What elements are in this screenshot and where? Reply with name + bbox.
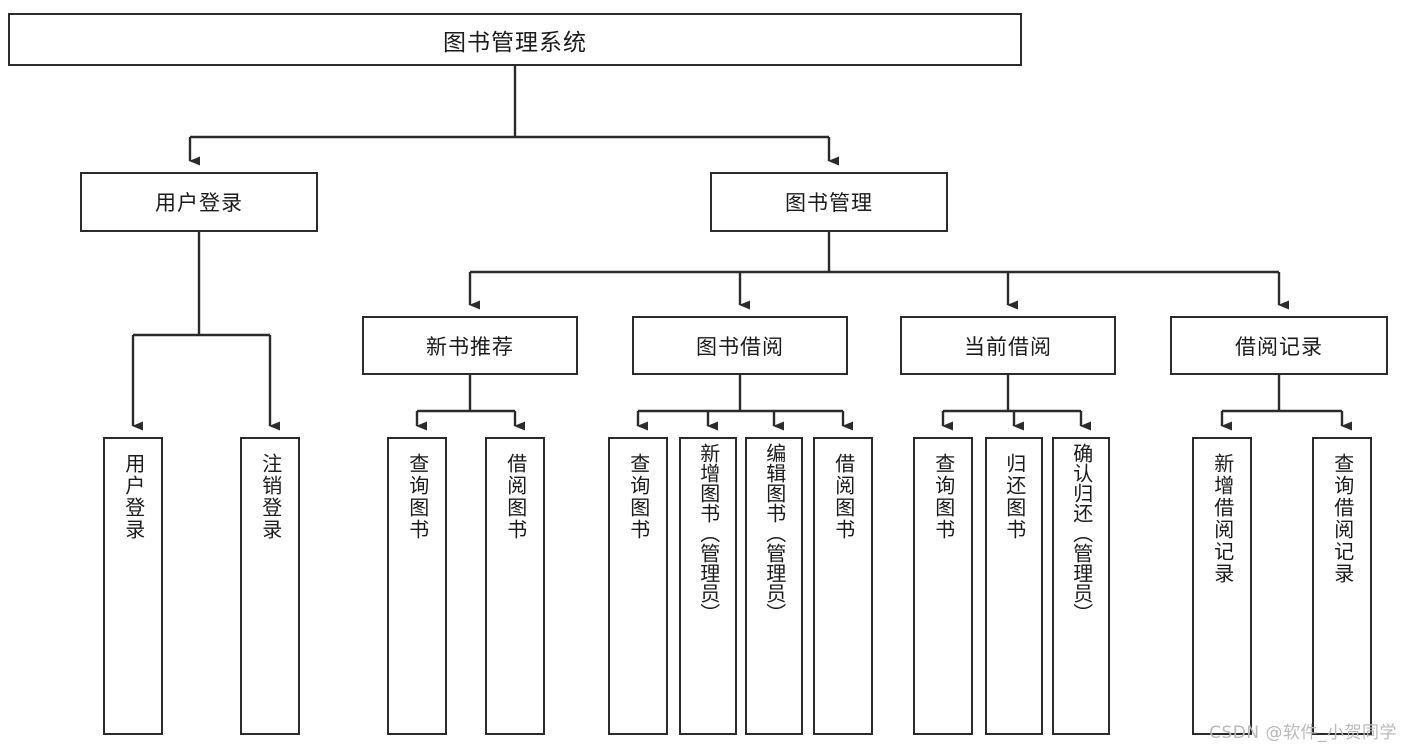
node-leaf-borrow-query-label: 查询图书 [626,453,651,541]
node-book-borrow-label: 图书借阅 [696,334,784,359]
node-leaf-cur-return[interactable]: 归还图书 [985,437,1043,735]
node-leaf-rec-borrow-label: 借阅图书 [503,453,528,541]
node-leaf-borrow-add-label: 新增图书（管理员） [696,443,721,623]
node-leaf-rec-add[interactable]: 新增借阅记录 [1192,437,1252,735]
node-leaf-borrow-edit[interactable]: 编辑图书（管理员） [745,437,803,735]
node-book-manage[interactable]: 图书管理 [710,172,948,232]
node-leaf-rec-borrow[interactable]: 借阅图书 [485,437,545,735]
node-user-login[interactable]: 用户登录 [80,172,318,232]
node-leaf-rec-search-label: 查询借阅记录 [1330,453,1355,585]
node-current-borrow[interactable]: 当前借阅 [900,316,1116,375]
node-leaf-cur-query[interactable]: 查询图书 [913,437,973,735]
node-leaf-cur-confirm[interactable]: 确认归还（管理员） [1052,437,1110,735]
node-leaf-cur-return-label: 归还图书 [1002,453,1027,541]
node-leaf-borrow-query[interactable]: 查询图书 [608,437,668,735]
node-borrow-record-label: 借阅记录 [1235,334,1323,359]
node-leaf-rec-search[interactable]: 查询借阅记录 [1312,437,1372,735]
node-leaf-rec-query[interactable]: 查询图书 [387,437,447,735]
node-leaf-rec-query-label: 查询图书 [405,453,430,541]
node-root[interactable]: 图书管理系统 [8,13,1022,66]
node-leaf-user-login[interactable]: 用户登录 [103,437,163,735]
node-leaf-borrow-do[interactable]: 借阅图书 [813,437,873,735]
node-new-book-rec-label: 新书推荐 [426,334,514,359]
node-new-book-rec[interactable]: 新书推荐 [362,316,578,375]
node-leaf-borrow-edit-label: 编辑图书（管理员） [762,443,787,623]
node-book-manage-label: 图书管理 [785,191,873,215]
node-leaf-borrow-do-label: 借阅图书 [831,453,856,541]
node-leaf-cur-query-label: 查询图书 [931,453,956,541]
node-book-borrow[interactable]: 图书借阅 [632,316,848,375]
node-current-borrow-label: 当前借阅 [964,334,1052,359]
watermark: CSDN @软件_小贺同学 [1209,723,1397,743]
node-borrow-record[interactable]: 借阅记录 [1170,316,1388,375]
node-leaf-cur-confirm-label: 确认归还（管理员） [1069,443,1094,623]
node-leaf-rec-add-label: 新增借阅记录 [1210,453,1235,585]
node-leaf-borrow-add[interactable]: 新增图书（管理员） [679,437,737,735]
node-leaf-user-login-label: 用户登录 [121,453,146,541]
node-leaf-user-logout[interactable]: 注销登录 [240,437,300,735]
node-root-label: 图书管理系统 [443,29,587,56]
node-leaf-user-logout-label: 注销登录 [258,453,283,541]
node-user-login-label: 用户登录 [155,191,243,215]
